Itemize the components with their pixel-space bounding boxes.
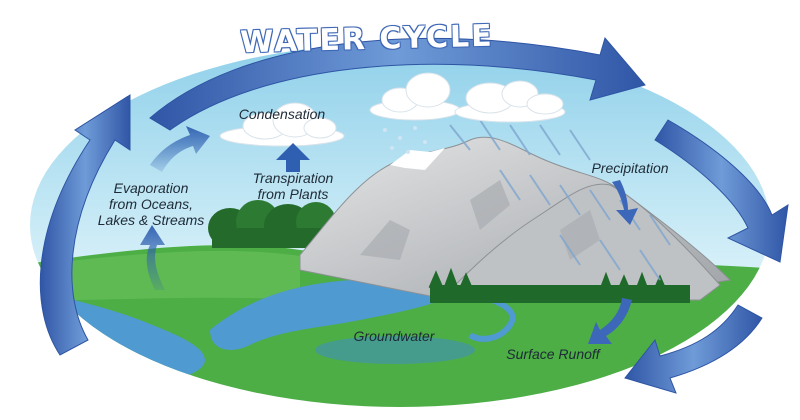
label-groundwater: Groundwater <box>353 328 435 344</box>
evaporation-arrow-diagonal <box>150 126 210 172</box>
land-highlight <box>60 250 300 300</box>
forest-left <box>208 200 342 248</box>
forest-right <box>428 267 690 303</box>
label-evaporation: Evaporation from Oceans, Lakes & Streams <box>97 180 205 228</box>
rain-cloud-left <box>369 72 461 121</box>
runoff-arrow <box>588 298 632 344</box>
rain-cloud-right <box>454 80 566 123</box>
mountain-range <box>299 136 732 301</box>
evaporation-arrow-up <box>140 225 165 290</box>
lake <box>210 279 460 350</box>
snow-flakes <box>383 126 427 154</box>
precipitation-arrow-down <box>612 180 638 225</box>
cycle-arrows <box>39 36 789 394</box>
label-transpiration: Transpiration from Plants <box>252 170 334 202</box>
label-condensation: Condensation <box>238 106 326 122</box>
diagram-title: WATER CYCLE <box>239 18 495 61</box>
transpiration-arrow-up <box>276 143 310 172</box>
condensation-cloud <box>219 102 345 147</box>
label-precipitation: Precipitation <box>591 160 669 176</box>
groundwater-patch <box>315 336 475 364</box>
label-surface-runoff: Surface Runoff <box>506 346 600 362</box>
